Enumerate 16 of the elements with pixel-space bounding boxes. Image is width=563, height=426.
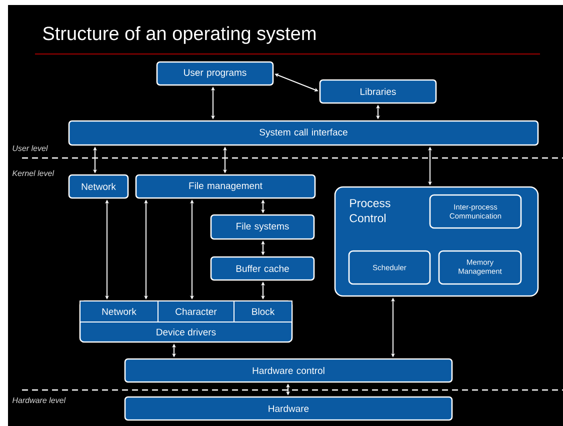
component-box: Libraries	[319, 79, 437, 104]
title: Structure of an operating system	[43, 26, 316, 44]
driver-cell: Character	[158, 300, 234, 322]
level-label: User level	[12, 145, 48, 152]
driver-cell: Network	[80, 300, 158, 322]
component-box: File management	[135, 174, 316, 199]
component-box: File systems	[210, 214, 315, 240]
component-box: User programs	[156, 61, 274, 86]
component-box: Network	[68, 174, 129, 199]
component-box: Hardware control	[124, 358, 453, 383]
component-box: Hardware	[124, 396, 453, 421]
component-box: System call interface	[68, 120, 539, 146]
level-label: Hardware level	[12, 397, 66, 404]
driver-cell: Block	[234, 300, 292, 322]
level-label: Kernel level	[12, 170, 54, 176]
component-box: Buffer cache	[210, 256, 315, 281]
